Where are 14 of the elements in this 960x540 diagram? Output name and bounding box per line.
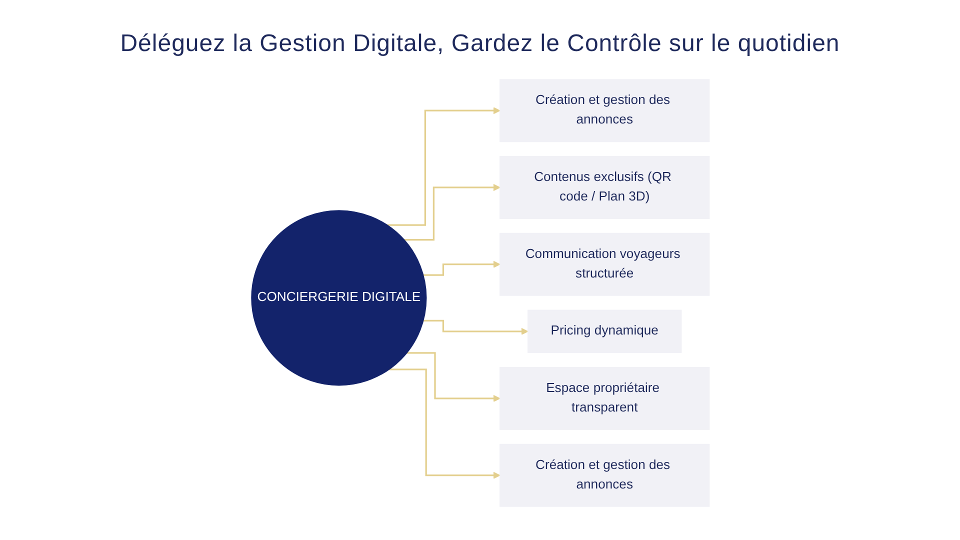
arrow — [422, 320, 528, 336]
node-box: Communication voyageurs structurée — [499, 232, 710, 296]
diagram-title: Déléguez la Gestion Digitale, Gardez le Contrôle sur le quotidien — [119, 29, 841, 59]
arrow — [386, 107, 500, 226]
node-box: Pricing dynamique — [527, 310, 682, 354]
node-box: Contenus exclusifs (QR code / Plan 3D) — [499, 156, 710, 219]
node-box: Espace propriétaire transparent — [499, 367, 710, 430]
node-box: Création et gestion des annonces — [499, 444, 710, 507]
arrow — [404, 184, 500, 241]
node-box: Création et gestion des annonces — [499, 79, 710, 142]
arrow — [406, 352, 500, 402]
arrow — [388, 368, 500, 479]
arrow — [422, 260, 500, 276]
node-circle: CONCIERGERIE DIGITALE — [250, 210, 426, 386]
